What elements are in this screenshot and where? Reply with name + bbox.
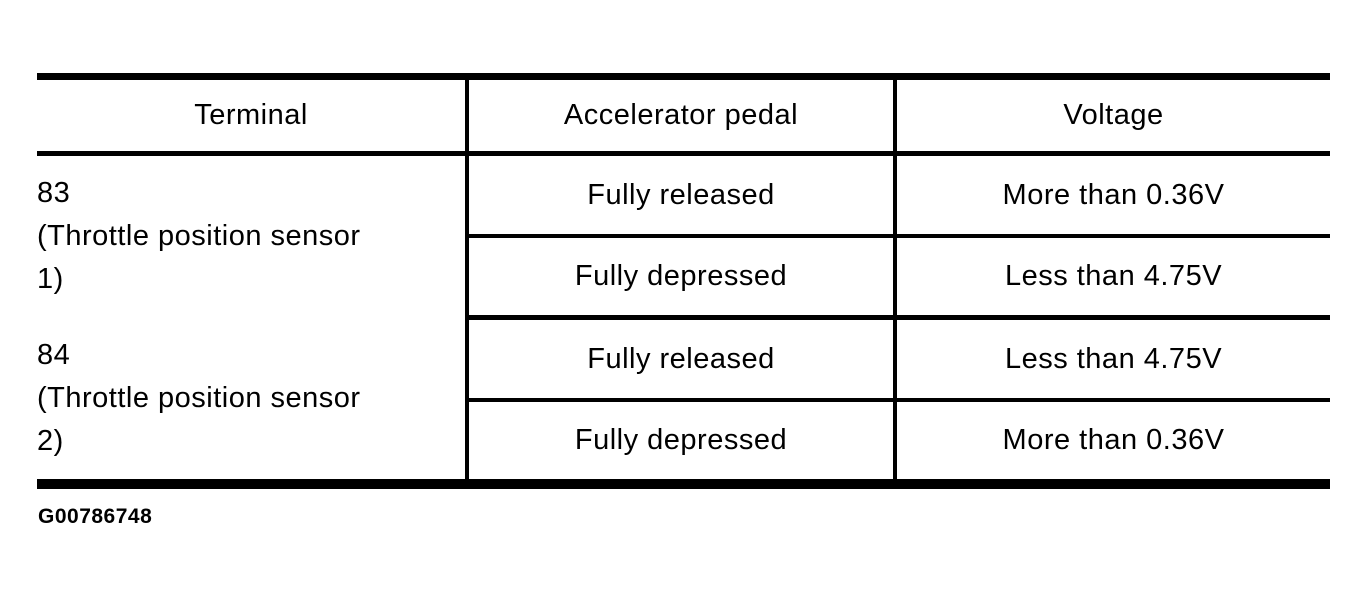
pedal-cell: Fully depressed <box>465 400 895 484</box>
voltage-cell: Less than 4.75V <box>893 317 1330 402</box>
pedal-cell: Fully released <box>465 317 895 402</box>
table-row: 84 (Throttle position sensor 2) Fully re… <box>37 317 1330 457</box>
table-row: Fully depressed Less than 4.75V <box>37 236 1330 320</box>
table-header-row: Terminal Accelerator pedal Voltage <box>37 76 1330 156</box>
table-row: Fully depressed More than 0.36V <box>37 400 1330 484</box>
pedal-cell: Fully depressed <box>465 236 895 320</box>
column-header-accelerator-pedal: Accelerator pedal <box>465 76 895 156</box>
voltage-cell: More than 0.36V <box>893 400 1330 484</box>
terminal-cell-83: 83 (Throttle position sensor 1) <box>37 177 361 296</box>
terminal-cell-84: 84 (Throttle position sensor 2) <box>37 338 361 457</box>
pedal-cell: Fully released <box>465 153 895 238</box>
column-header-terminal: Terminal <box>37 76 467 156</box>
voltage-cell: Less than 4.75V <box>893 236 1330 320</box>
figure-id-label: G00786748 <box>38 505 153 528</box>
terminal-voltage-table: Terminal Accelerator pedal Voltage 83 (T… <box>37 73 1330 489</box>
column-header-voltage: Voltage <box>893 76 1330 156</box>
table-row: 83 (Throttle position sensor 1) Fully re… <box>37 153 1330 295</box>
voltage-cell: More than 0.36V <box>893 153 1330 238</box>
